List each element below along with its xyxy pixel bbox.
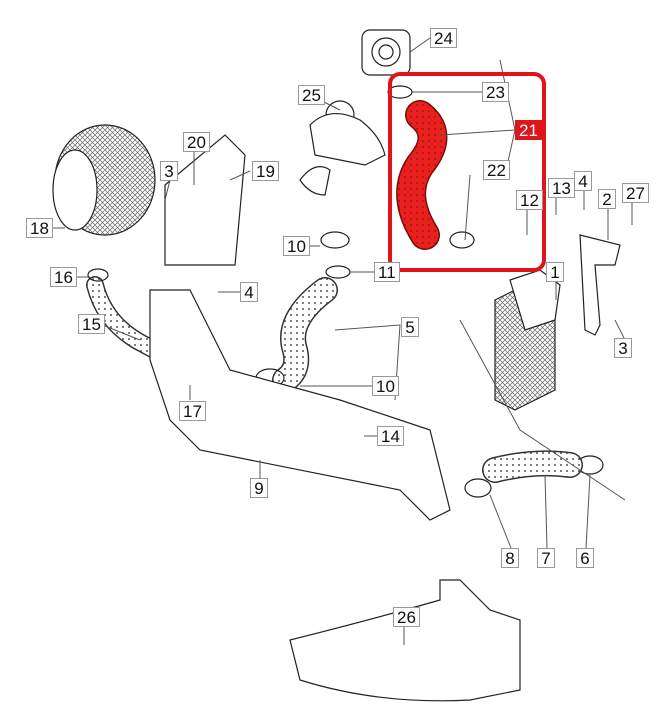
part-label-8[interactable]: 8 [501, 548, 519, 568]
part-label-27[interactable]: 27 [622, 183, 649, 203]
part-label-13[interactable]: 13 [548, 178, 575, 198]
part-label-10b[interactable]: 10 [372, 376, 399, 396]
intercooler-part[interactable] [52, 124, 156, 236]
highlight-box [388, 72, 546, 272]
part-label-10[interactable]: 10 [283, 236, 310, 256]
part-label-17[interactable]: 17 [179, 401, 206, 421]
part-label-23[interactable]: 23 [482, 82, 509, 102]
part-label-5[interactable]: 5 [401, 317, 419, 337]
part-label-14[interactable]: 14 [377, 426, 404, 446]
part-label-6[interactable]: 6 [576, 548, 594, 568]
part-label-26[interactable]: 26 [393, 607, 420, 627]
part-label-3b[interactable]: 3 [614, 338, 632, 358]
bracket-part[interactable] [164, 134, 246, 266]
charge-air-cooler-part[interactable] [494, 269, 561, 411]
part-label-25[interactable]: 25 [298, 85, 325, 105]
part-label-15[interactable]: 15 [78, 314, 105, 334]
part-label-1[interactable]: 1 [546, 262, 564, 282]
part-label-9[interactable]: 9 [250, 478, 268, 498]
air-guide-9-part[interactable] [149, 289, 451, 521]
part-label-22[interactable]: 22 [483, 160, 510, 180]
turbocharger-part[interactable] [299, 100, 386, 196]
part-label-18[interactable]: 18 [26, 218, 53, 238]
part-label-7[interactable]: 7 [537, 548, 555, 568]
air-duct-26-part[interactable] [289, 579, 521, 702]
part-label-21-highlighted[interactable]: 21 [515, 120, 542, 140]
part-label-12[interactable]: 12 [516, 190, 543, 210]
part-label-19[interactable]: 19 [252, 161, 279, 181]
part-label-4[interactable]: 4 [574, 171, 592, 191]
part-label-20[interactable]: 20 [183, 132, 210, 152]
part-label-4b[interactable]: 4 [240, 282, 258, 302]
part-label-16[interactable]: 16 [50, 267, 77, 287]
bracket-2-part[interactable] [579, 234, 621, 336]
part-label-11[interactable]: 11 [374, 262, 400, 282]
part-label-3[interactable]: 3 [160, 161, 178, 181]
part-label-24[interactable]: 24 [430, 28, 457, 48]
part-label-2[interactable]: 2 [598, 189, 616, 209]
throttle-body-part[interactable] [361, 29, 411, 76]
